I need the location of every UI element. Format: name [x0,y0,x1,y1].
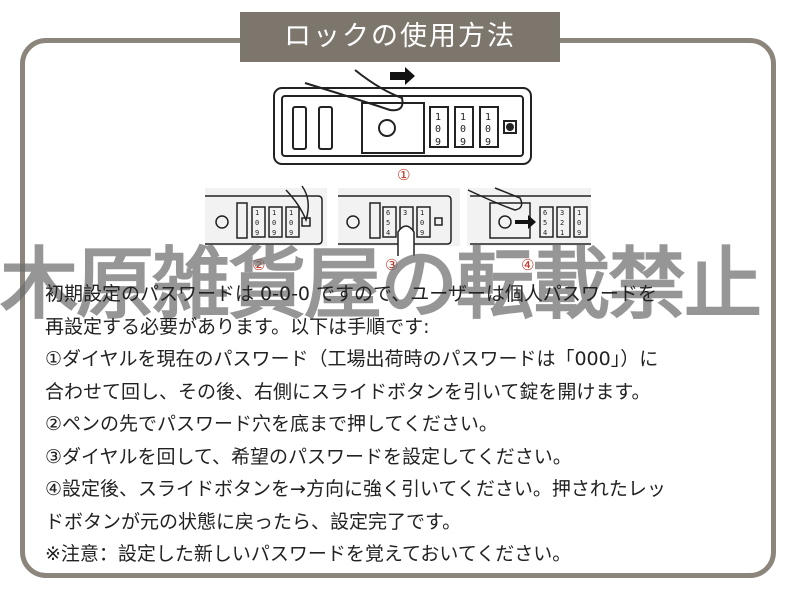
instruction-line: ※注意：設定した新しいパスワードを覚えておいてください。 [45,543,572,565]
step-number-2: ② [252,256,266,274]
instruction-line: 初期設定のパスワードは 0-0-0 ですので、ユーザーは個人パスワードを [45,283,657,305]
dial-digit: 0 [435,124,441,135]
watermark: 木原雑貨屋の転載禁止 [0,240,762,330]
page-title: ロックの使用方法 [240,12,560,62]
dial-digit: 4 [543,229,547,237]
dial-digit: 1 [485,112,491,123]
step-number-1: ① [397,166,411,184]
step3-illustration [338,188,460,256]
dial-digit: 9 [460,137,466,148]
instruction-line: ③ダイヤルを回して、希望のパスワードを設定してください。 [45,445,572,468]
dial-digit: 0 [420,219,424,227]
dial-digit: 9 [255,229,259,237]
step-number-3: ③ [385,256,399,274]
dial-digit: 9 [435,137,441,148]
instruction-line: ④設定後、スライドボタンを→方向に強く引いてください。押されたレッ [45,478,666,500]
dial-digit: 1 [289,209,293,217]
step4-illustration [467,187,591,246]
dial-digit: 9 [420,229,424,237]
dial-digit: 3 [403,209,407,217]
dial-digit: 1 [460,112,466,123]
dial-digit: 9 [289,229,293,237]
dial-digit: 9 [485,137,491,148]
dial-digit: 1 [420,209,424,217]
dial-digit: 0 [272,219,276,227]
dial-digit: 6 [543,209,547,217]
dial-digit: 0 [289,219,293,227]
instruction-line: 合わせて回し、その後、右側にスライドボタンを引いて錠を開けます。 [45,380,651,403]
dial-digit: 1 [560,229,564,237]
instruction-line: ②ペンの先でパスワード穴を底まで押してください。 [45,413,498,435]
dial-digit: 3 [560,209,564,217]
main-lock-illustration [273,67,532,165]
step2-illustration [205,185,327,246]
dial-digit: 1 [577,209,581,217]
dial-digit: 2 [560,219,564,227]
dial-digit: 5 [543,219,547,227]
dial-digit: 1 [255,209,259,217]
dial-digit: 1 [272,209,276,217]
dial-digit: 6 [386,209,390,217]
instructions: 初期設定のパスワードは 0-0-0 ですので、ユーザーは個人パスワードを 再設定… [45,278,775,571]
dial-digit: 0 [460,124,466,135]
instruction-line: ①ダイヤルを現在のパスワード（工場出荷時のパスワードは「000」）に [45,348,659,370]
dial-digit: 0 [577,219,581,227]
dial-digit: 0 [485,124,491,135]
instruction-line: ドボタンが元の状態に戻ったら、設定完了です。 [45,510,462,533]
instruction-line: 再設定する必要があります。以下は手順です: [45,315,430,338]
dial-digit: 0 [255,219,259,227]
step-number-4: ④ [521,256,535,274]
dial-digit: 9 [272,229,276,237]
dial-digit: 4 [386,229,390,237]
dial-digit: 1 [435,112,441,123]
dial-digit: 5 [386,219,390,227]
dial-digit: 9 [577,229,581,237]
